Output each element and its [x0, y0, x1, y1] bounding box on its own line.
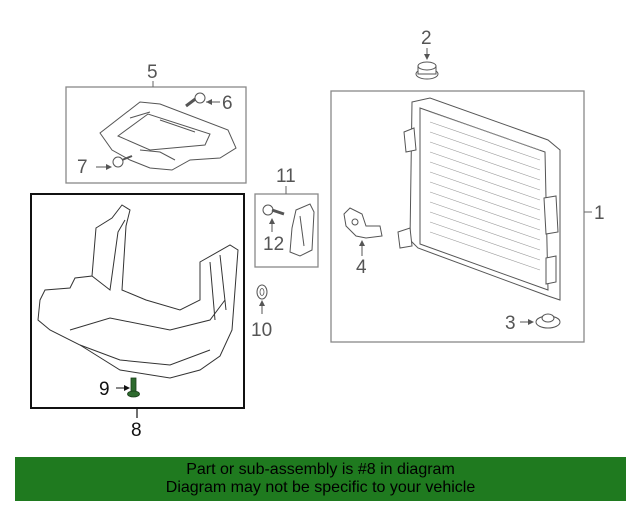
washer-10-part [256, 284, 268, 300]
air-deflector-part [37, 204, 239, 379]
callout-7[interactable]: 7 [77, 157, 88, 178]
part-group-8[interactable]: 9 8 [30, 193, 245, 441]
bolt-6-part [185, 92, 206, 108]
mount-3-part [535, 313, 561, 329]
info-banner: Part or sub-assembly is #8 in diagram Di… [15, 457, 626, 501]
callout-1[interactable]: 1 [594, 203, 605, 224]
callout-5[interactable]: 5 [147, 62, 158, 83]
part-group-5[interactable]: 5 6 7 [65, 62, 247, 184]
sensor-4-part [343, 207, 383, 239]
callout-9[interactable]: 9 [99, 379, 110, 400]
mount-2-part [415, 61, 439, 80]
side-bracket-part [289, 203, 315, 257]
push-pin-7-part [112, 155, 133, 168]
callout-3[interactable]: 3 [505, 313, 516, 334]
callout-4[interactable]: 4 [356, 257, 367, 278]
banner-line-2: Diagram may not be specific to your vehi… [165, 479, 476, 496]
banner-line-1: Part or sub-assembly is #8 in diagram [186, 461, 455, 478]
parts-diagram: 5 6 7 [30, 28, 605, 441]
callout-8[interactable]: 8 [131, 420, 142, 441]
radiator-part [397, 97, 561, 301]
part-group-1[interactable]: 1 3 [330, 90, 605, 343]
callout-6[interactable]: 6 [222, 93, 233, 114]
callout-10[interactable]: 10 [251, 320, 272, 341]
part-group-11[interactable]: 11 12 [254, 166, 319, 268]
callout-12[interactable]: 12 [263, 234, 284, 255]
callout-11[interactable]: 11 [276, 166, 296, 187]
clip-12-part [262, 204, 285, 216]
screw-9-part [127, 377, 140, 398]
callout-2[interactable]: 2 [421, 28, 432, 49]
